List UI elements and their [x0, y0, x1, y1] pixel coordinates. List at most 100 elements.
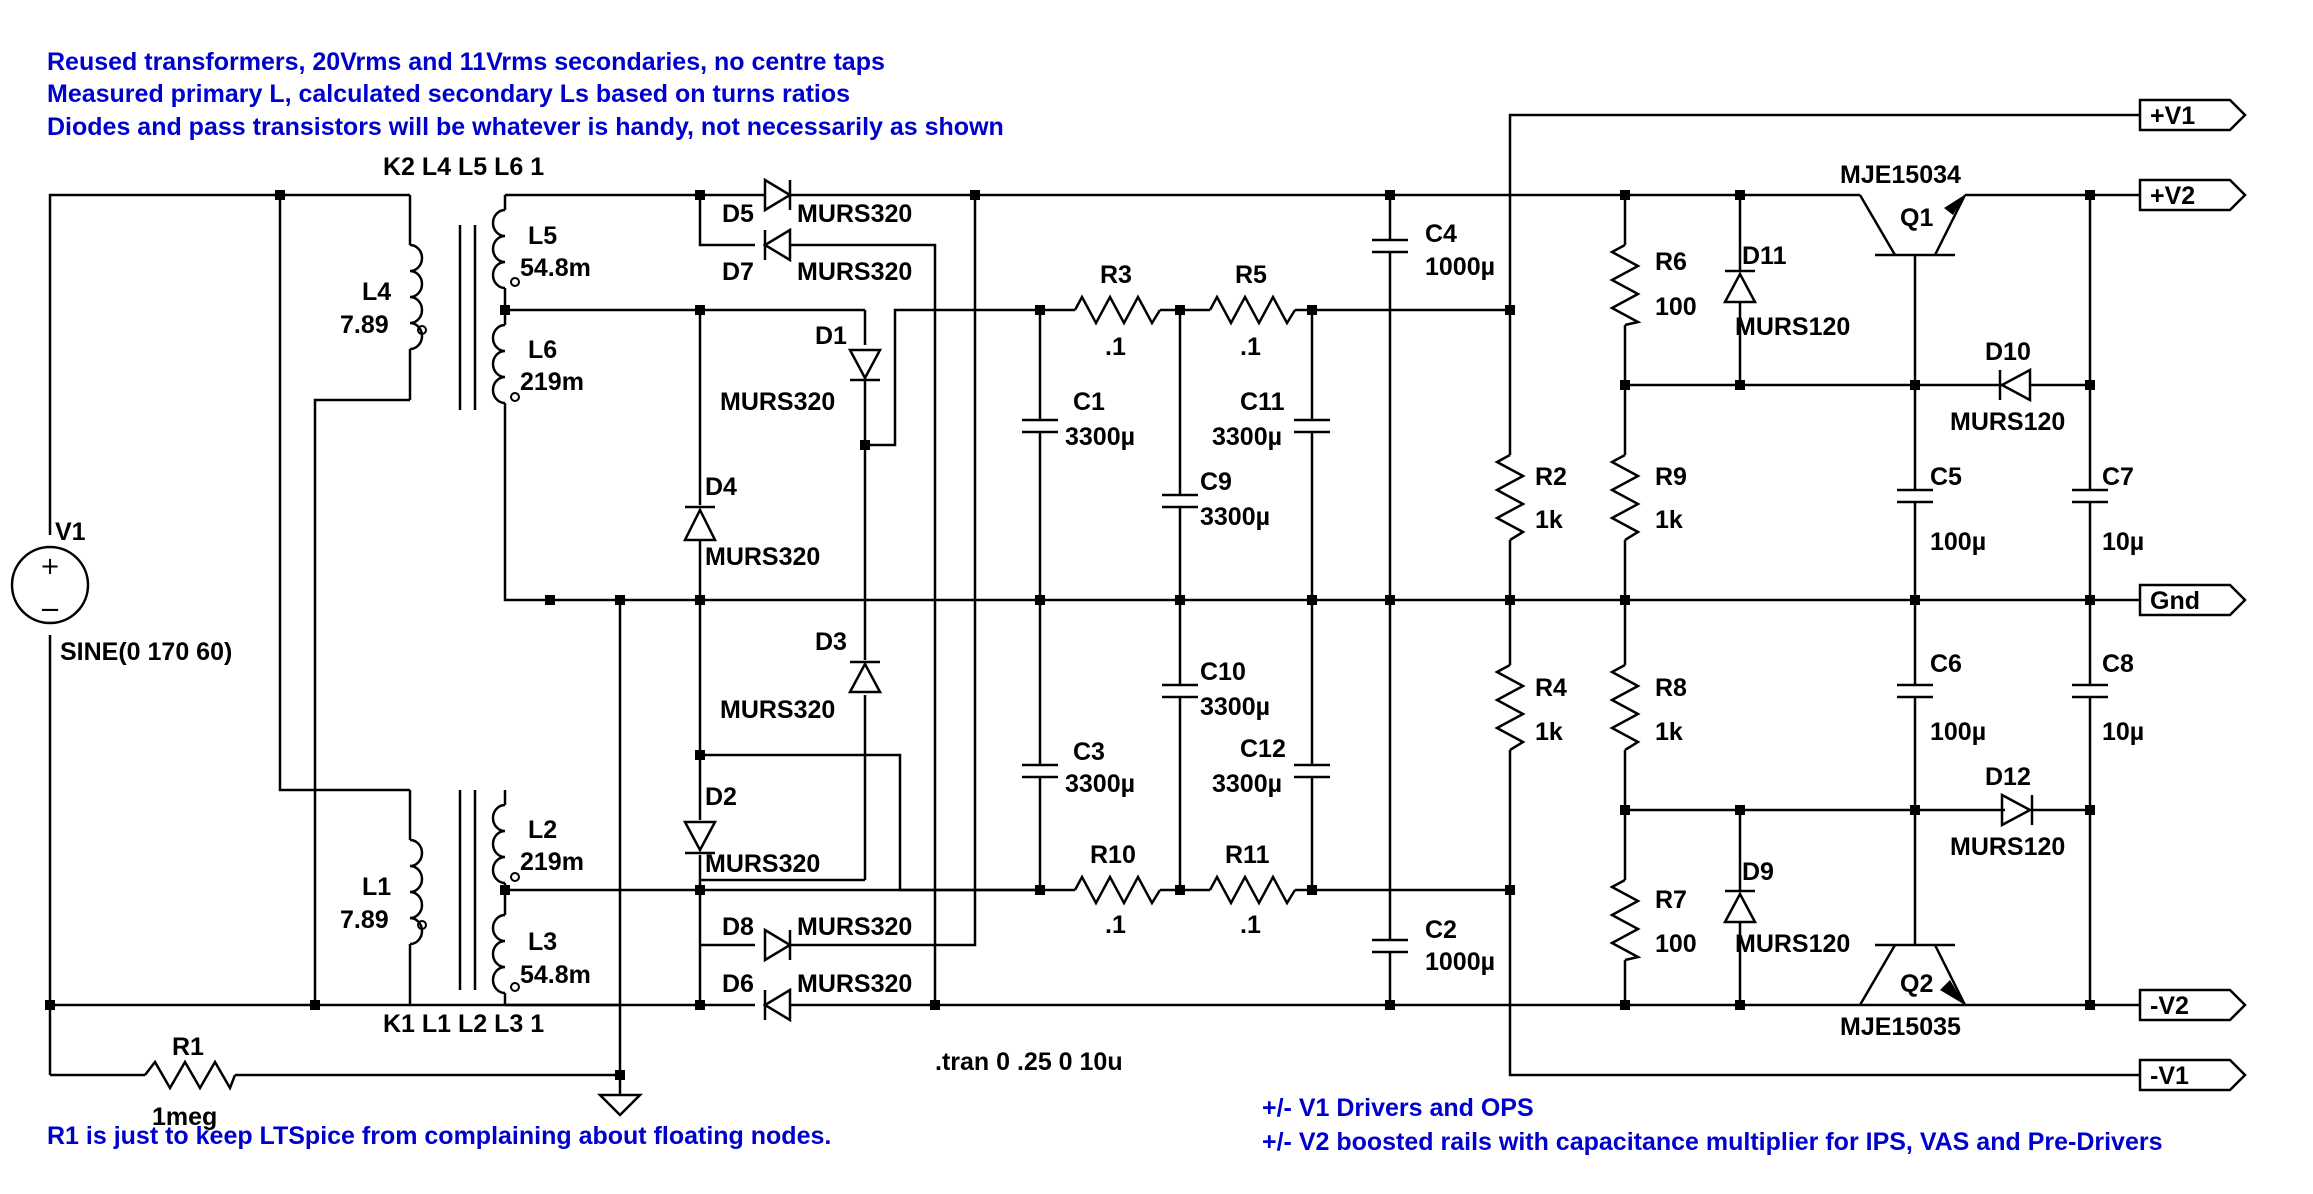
capacitor-c6-value: 100µ	[1930, 718, 1986, 746]
diode-d1: D1 MURS320	[720, 322, 883, 416]
source-v1-value: SINE(0 170 60)	[60, 638, 232, 666]
port-pv1: +V1	[2138, 98, 2247, 132]
coupling-lower: K1 L1 L2 L3 1	[383, 1010, 544, 1038]
port-nv2: -V2	[2138, 988, 2247, 1022]
capacitor-c2: C2 1000µ	[1372, 916, 1495, 976]
capacitor-c4-value: 1000µ	[1425, 253, 1495, 281]
inductor-l2-name: L2	[528, 816, 557, 844]
transformer-upper: L4 7.89 L5 54.8m L6 219m K2 L4 L5 L6 1	[340, 153, 591, 420]
diode-d11-value: MURS120	[1735, 313, 1850, 341]
resistor-r11-value: .1	[1240, 911, 1261, 939]
diode-d6-name: D6	[722, 970, 754, 998]
resistor-r7-value: 100	[1655, 930, 1697, 958]
resistor-r5-name: R5	[1235, 261, 1267, 289]
resistor-r1: R1 1meg	[144, 1033, 237, 1131]
diode-d11: D11 MURS120	[1722, 242, 1850, 341]
diode-d2: D2 MURS320	[682, 783, 820, 878]
note-r1: R1 is just to keep LTSpice from complain…	[47, 1122, 831, 1150]
coupling-upper: K2 L4 L5 L6 1	[383, 153, 544, 181]
inductor-l2-value: 219m	[520, 848, 584, 876]
resistor-r10-name: R10	[1090, 841, 1136, 869]
notes: Reused transformers, 20Vrms and 11Vrms s…	[47, 48, 2163, 1156]
inductor-l4-name: L4	[362, 278, 391, 306]
capacitor-c8-name: C8	[2102, 650, 2134, 678]
transistor-q1: Q1 MJE15034	[1840, 161, 1967, 257]
resistor-r6-name: R6	[1655, 248, 1687, 276]
resistor-r4: R4 1k	[1494, 663, 1567, 752]
junction-dots	[45, 190, 2095, 1080]
diode-d12-name: D12	[1985, 763, 2031, 791]
diode-d9: D9 MURS120	[1722, 858, 1850, 958]
diode-d2-value: MURS320	[705, 850, 820, 878]
resistor-r11: R11 .1	[1208, 841, 1297, 939]
capacitor-c11-name: C11	[1240, 388, 1285, 416]
capacitor-c2-name: C2	[1425, 916, 1457, 944]
inductor-l1-value: 7.89	[340, 906, 389, 934]
rectifier-wires	[503, 193, 2140, 1095]
tran-directive: .tran 0 .25 0 10u	[935, 1048, 1123, 1076]
diode-d12: D12 MURS120	[1950, 763, 2090, 861]
capacitor-c10-value: 3300µ	[1200, 693, 1270, 721]
inductor-l6-name: L6	[528, 336, 557, 364]
capacitor-c5-name: C5	[1930, 463, 1962, 491]
capacitor-c2-value: 1000µ	[1425, 948, 1495, 976]
resistor-r5: R5 .1	[1208, 261, 1297, 361]
ground-symbol	[596, 1093, 644, 1117]
capacitor-c1-name: C1	[1073, 388, 1105, 416]
resistor-r11-name: R11	[1225, 841, 1270, 869]
diode-d5-name: D5	[722, 200, 754, 228]
source-v1-name: V1	[55, 518, 86, 546]
resistor-r3-value: .1	[1105, 333, 1126, 361]
capacitor-c12: C12 3300µ	[1212, 735, 1330, 798]
capacitor-c6: C6 100µ	[1897, 650, 1986, 746]
resistor-r9-value: 1k	[1655, 506, 1683, 534]
diode-d8-value: MURS320	[797, 913, 912, 941]
diode-d7-name: D7	[722, 258, 754, 286]
resistor-r3-name: R3	[1100, 261, 1132, 289]
capacitor-c10: C10 3300µ	[1162, 658, 1270, 721]
diode-d1-name: D1	[815, 322, 847, 350]
port-pv2: +V2	[2138, 178, 2247, 212]
capacitor-c3: C3 3300µ	[1022, 738, 1135, 798]
note-rails-v1: +/- V1 Drivers and OPS	[1262, 1094, 1534, 1122]
capacitor-c9-value: 3300µ	[1200, 503, 1270, 531]
resistor-r9: R9 1k	[1609, 453, 1687, 542]
diode-d7: D7 MURS320	[722, 227, 912, 286]
note-top-line2: Measured primary L, calculated secondary…	[47, 80, 850, 108]
inductor-l5-name: L5	[528, 222, 557, 250]
transistor-q2-value: MJE15035	[1840, 1013, 1961, 1041]
resistor-r7-name: R7	[1655, 886, 1687, 914]
inductor-l3-name: L3	[528, 928, 557, 956]
port-gnd-label: Gnd	[2150, 587, 2200, 615]
inductor-l3-value: 54.8m	[520, 961, 591, 989]
port-pv2-label: +V2	[2150, 182, 2195, 210]
resistor-r2-name: R2	[1535, 463, 1567, 491]
resistor-r6: R6 100	[1609, 243, 1697, 327]
diode-d4-name: D4	[705, 473, 737, 501]
inductor-l6-value: 219m	[520, 368, 584, 396]
inductor-l5-value: 54.8m	[520, 254, 591, 282]
diode-d6-value: MURS320	[797, 970, 912, 998]
resistor-r10: R10 .1	[1073, 841, 1162, 939]
diode-d10: D10 MURS120	[1950, 338, 2090, 436]
inductor-l1-name: L1	[362, 873, 391, 901]
source-v1: + − V1 SINE(0 170 60)	[10, 518, 232, 666]
resistor-r9-name: R9	[1655, 463, 1687, 491]
resistor-r1-value: 1meg	[152, 1103, 217, 1131]
transistor-q2: Q2 MJE15035	[1840, 943, 1967, 1041]
resistor-r3: R3 .1	[1073, 261, 1162, 361]
capacitor-c10-name: C10	[1200, 658, 1246, 686]
resistor-r4-name: R4	[1535, 674, 1567, 702]
diode-d8-name: D8	[722, 913, 754, 941]
port-nv2-label: -V2	[2150, 992, 2189, 1020]
diode-d8: D8 MURS320	[722, 913, 912, 963]
diode-d10-value: MURS120	[1950, 408, 2065, 436]
transformer-lower: L1 7.89 L2 219m L3 54.8m K1 L1 L2 L3 1	[340, 790, 591, 1038]
capacitor-c12-value: 3300µ	[1212, 770, 1282, 798]
capacitor-c4-name: C4	[1425, 220, 1457, 248]
diode-d2-name: D2	[705, 783, 737, 811]
capacitor-c1: C1 3300µ	[1022, 388, 1135, 451]
port-nv1-label: -V1	[2150, 1062, 2189, 1090]
transistor-q1-value: MJE15034	[1840, 161, 1961, 189]
transistor-q1-name: Q1	[1900, 204, 1933, 232]
